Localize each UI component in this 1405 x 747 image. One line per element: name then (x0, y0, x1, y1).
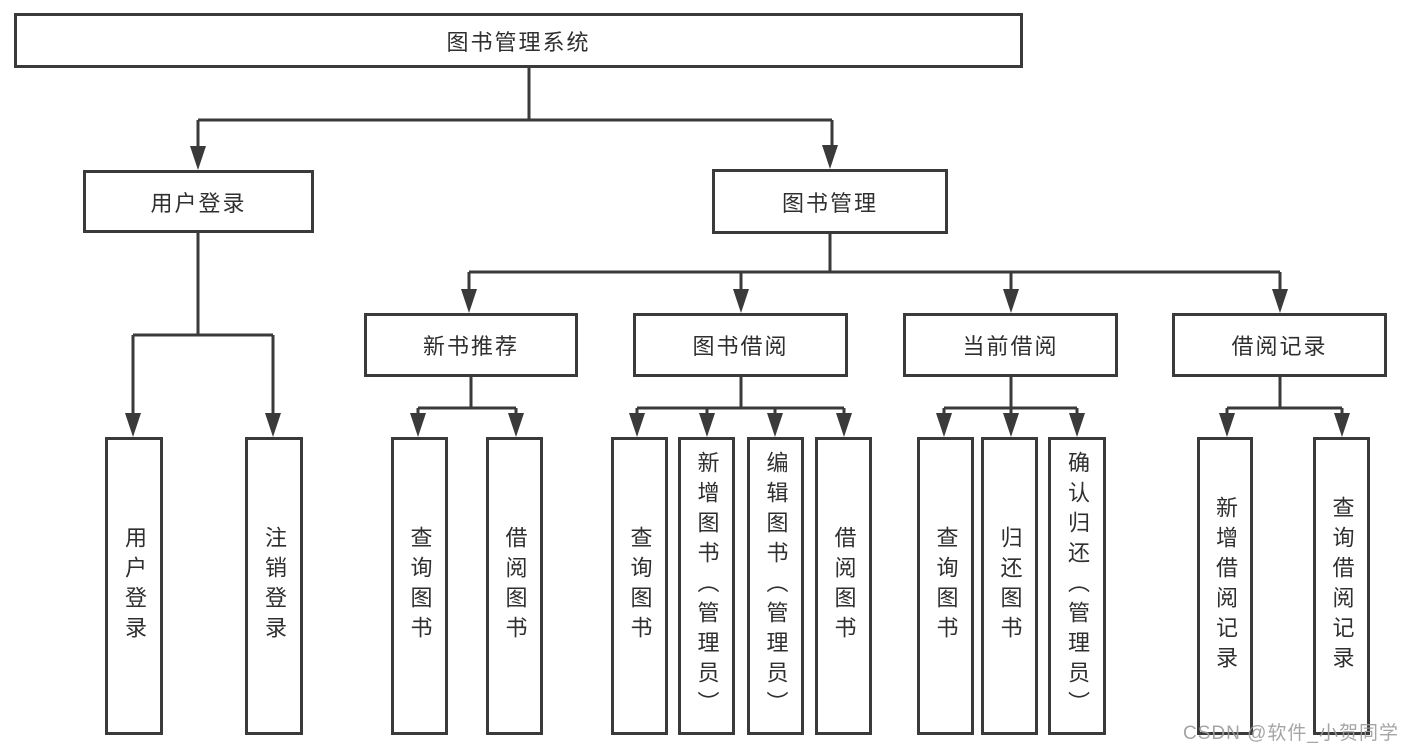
leaf-borrow-edit: 编辑图书（管理员） (747, 437, 804, 735)
connector-book-borrow (635, 377, 846, 415)
leaf-current-return-label: 归还图书 (997, 526, 1023, 646)
leaf-user-login-label: 用户登录 (122, 526, 147, 646)
arrowhead (461, 289, 477, 313)
node-borrow-records: 借阅记录 (1172, 313, 1387, 377)
arrowhead (699, 413, 715, 437)
arrowhead (1003, 413, 1019, 437)
node-root-label: 图书管理系统 (446, 29, 591, 55)
arrowhead (1334, 413, 1350, 437)
node-current-borrow-label: 当前借阅 (962, 334, 1059, 359)
connector-new-books (416, 377, 518, 415)
leaf-current-query: 查询图书 (917, 437, 974, 735)
leaf-borrow-add-label: 新增图书（管理员） (694, 451, 720, 721)
leaf-current-query-label: 查询图书 (933, 526, 959, 646)
arrowhead (265, 413, 281, 437)
arrowhead (767, 413, 783, 437)
arrowhead (836, 413, 852, 437)
arrowhead (733, 289, 749, 313)
node-borrow-records-label: 借阅记录 (1231, 334, 1328, 359)
node-book-mgmt-label: 图书管理 (781, 190, 878, 216)
arrowhead (1069, 413, 1085, 437)
arrowhead (936, 413, 952, 437)
leaf-newbooks-query: 查询图书 (391, 437, 448, 735)
connector-borrow-records (1225, 377, 1344, 415)
csdn-watermark: CSDN @软件_小贺同学 (1183, 723, 1399, 744)
leaf-records-add: 新增借阅记录 (1197, 437, 1253, 735)
arrowhead (508, 413, 524, 437)
node-root: 图书管理系统 (14, 13, 1023, 68)
node-book-borrow-label: 图书借阅 (692, 334, 789, 359)
leaf-current-return: 归还图书 (981, 437, 1038, 735)
leaf-newbooks-query-label: 查询图书 (407, 526, 433, 646)
arrowhead (190, 146, 206, 170)
arrowhead (410, 413, 426, 437)
node-user-login-label: 用户登录 (150, 190, 247, 216)
node-book-mgmt: 图书管理 (712, 169, 948, 234)
leaf-borrow-borrow-label: 借阅图书 (831, 526, 857, 646)
arrowhead (822, 145, 838, 169)
leaf-logout: 注销登录 (245, 437, 303, 735)
leaf-borrow-edit-label: 编辑图书（管理员） (763, 451, 789, 721)
leaf-records-add-label: 新增借阅记录 (1213, 496, 1238, 676)
leaf-current-confirm-return: 确认归还（管理员） (1048, 437, 1106, 735)
leaf-borrow-borrow: 借阅图书 (815, 437, 872, 735)
node-new-books-label: 新书推荐 (422, 334, 519, 359)
leaf-newbooks-borrow-label: 借阅图书 (502, 526, 528, 646)
leaf-borrow-add: 新增图书（管理员） (678, 437, 735, 735)
leaf-logout-label: 注销登录 (262, 526, 287, 646)
leaf-newbooks-borrow: 借阅图书 (486, 437, 543, 735)
connector-root (196, 68, 834, 150)
node-user-login: 用户登录 (83, 170, 314, 233)
arrowhead (629, 413, 645, 437)
leaf-borrow-query: 查询图书 (611, 437, 668, 735)
leaf-user-login: 用户登录 (105, 437, 163, 735)
connector-current-borrow (942, 377, 1079, 415)
connector-book-mgmt (467, 233, 1282, 291)
connector-user-login (131, 232, 275, 415)
leaf-records-query-label: 查询借阅记录 (1329, 496, 1355, 676)
arrowhead (1272, 289, 1288, 313)
node-book-borrow: 图书借阅 (633, 313, 848, 377)
leaf-current-confirm-return-label: 确认归还（管理员） (1065, 451, 1090, 721)
leaf-records-query: 查询借阅记录 (1313, 437, 1370, 735)
arrowhead (1003, 289, 1019, 313)
arrowhead (1219, 413, 1235, 437)
node-current-borrow: 当前借阅 (903, 313, 1118, 377)
arrowhead (125, 413, 141, 437)
leaf-borrow-query-label: 查询图书 (627, 526, 653, 646)
node-new-books: 新书推荐 (364, 313, 578, 377)
